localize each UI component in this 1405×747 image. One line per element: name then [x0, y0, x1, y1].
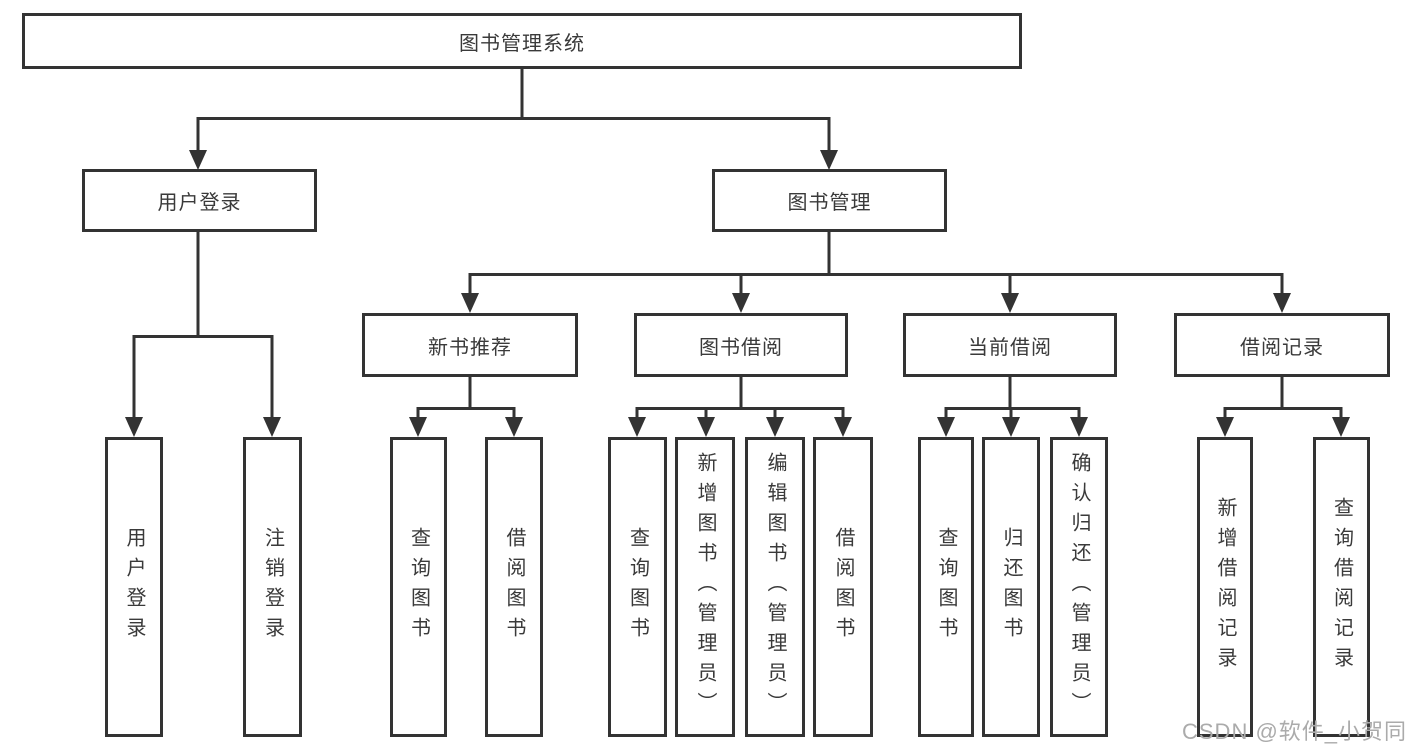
edge-borrow-to-leaves: [635, 377, 845, 420]
edge-arrowheads-level2: [189, 150, 838, 170]
edge-arrowheads-current: [937, 417, 1088, 437]
node-borrowing-records-label: 借阅记录: [1240, 336, 1324, 359]
node-book-borrowing-label: 图书借阅: [699, 336, 783, 359]
leaf-borrow-edit-books-admin: 编辑图书（管理员）: [745, 437, 805, 737]
leaf-borrow-borrow-books: 借阅图书: [813, 437, 873, 737]
edge-records-to-leaves: [1223, 377, 1343, 420]
node-root-system: 图书管理系统: [22, 13, 1022, 69]
edge-arrowheads-user-leaves: [125, 417, 281, 437]
edge-root-to-level2: [196, 69, 831, 152]
edge-arrowheads-level3: [461, 293, 1291, 313]
node-new-book-recommend-label: 新书推荐: [428, 336, 512, 359]
node-current-borrowing-label: 当前借阅: [968, 336, 1052, 359]
leaf-user-login: 用户登录: [105, 437, 163, 737]
leaf-logout: 注销登录: [243, 437, 302, 737]
leaf-current-confirm-return-admin: 确认归还（管理员）: [1050, 437, 1108, 737]
leaf-recommend-borrow-books-label: 借阅图书: [503, 527, 525, 647]
node-new-book-recommend: 新书推荐: [362, 313, 578, 377]
leaf-borrow-borrow-books-label: 借阅图书: [832, 527, 854, 647]
edge-arrowheads-borrow: [628, 417, 852, 437]
leaf-borrow-add-books-admin-label: 新增图书（管理员）: [694, 452, 716, 722]
leaf-records-query-record: 查询借阅记录: [1313, 437, 1370, 737]
leaf-current-query-books-label: 查询图书: [935, 527, 957, 647]
edge-current-to-leaves: [944, 377, 1081, 420]
node-book-management-label: 图书管理: [787, 192, 872, 214]
leaf-recommend-query-books: 查询图书: [390, 437, 447, 737]
leaf-recommend-query-books-label: 查询图书: [407, 527, 430, 647]
edge-arrowheads-recommend: [409, 417, 523, 437]
leaf-borrow-query-books-label: 查询图书: [626, 527, 649, 647]
leaf-current-return-books-label: 归还图书: [1000, 527, 1022, 647]
leaf-current-return-books: 归还图书: [982, 437, 1040, 737]
leaf-current-query-books: 查询图书: [918, 437, 974, 737]
csdn-watermark: CSDN @软件_小贺同学: [1182, 719, 1405, 744]
node-current-borrowing: 当前借阅: [903, 313, 1117, 377]
leaf-records-add-record-label: 新增借阅记录: [1214, 497, 1236, 677]
edge-user-to-leaves: [132, 232, 274, 420]
leaf-recommend-borrow-books: 借阅图书: [485, 437, 543, 737]
leaf-records-query-record-label: 查询借阅记录: [1330, 497, 1353, 677]
node-user-login-label: 用户登录: [157, 192, 242, 214]
node-borrowing-records: 借阅记录: [1174, 313, 1390, 377]
leaf-records-add-record: 新增借阅记录: [1197, 437, 1253, 737]
node-user-login: 用户登录: [82, 169, 317, 232]
node-book-management: 图书管理: [712, 169, 947, 232]
leaf-user-login-label: 用户登录: [123, 527, 145, 647]
leaf-borrow-edit-books-admin-label: 编辑图书（管理员）: [764, 452, 786, 722]
node-book-borrowing: 图书借阅: [634, 313, 848, 377]
leaf-borrow-add-books-admin: 新增图书（管理员）: [675, 437, 735, 737]
leaf-current-confirm-return-admin-label: 确认归还（管理员）: [1068, 452, 1090, 722]
edge-recommend-to-leaves: [416, 377, 516, 420]
leaf-borrow-query-books: 查询图书: [608, 437, 667, 737]
edge-arrowheads-records: [1216, 417, 1350, 437]
node-root-label: 图书管理系统: [459, 32, 585, 55]
edge-bookmgmt-to-level3: [468, 232, 1284, 296]
leaf-logout-label: 注销登录: [261, 527, 284, 647]
